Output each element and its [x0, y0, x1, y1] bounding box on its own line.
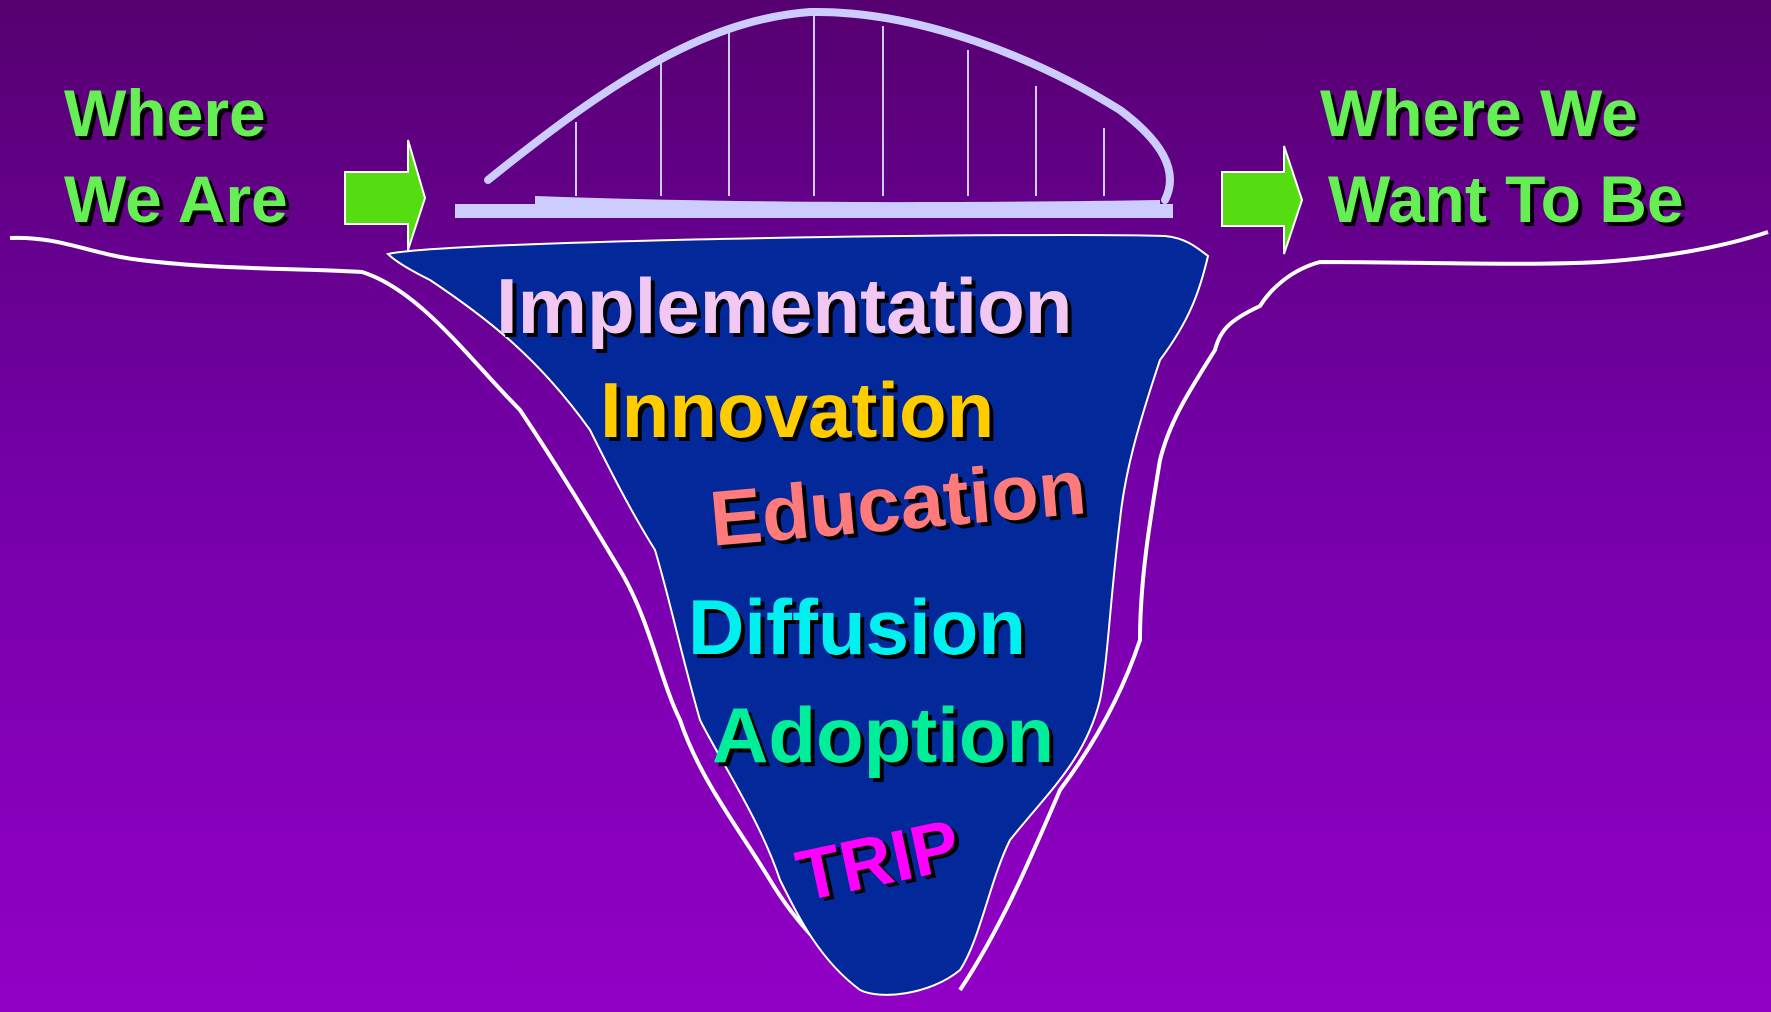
- where-we-are-line1: Where: [64, 76, 266, 150]
- bridge-icon: [455, 7, 1174, 218]
- stage-innovation: Innovation: [600, 366, 995, 454]
- where-we-want-line2: Want To Be: [1328, 162, 1684, 236]
- gap-area: [386, 233, 1210, 996]
- stage-adoption: Adoption: [712, 691, 1055, 779]
- ground-line-right: [958, 230, 1769, 992]
- right-arrow-icon: [1221, 145, 1304, 255]
- where-we-are-label: Where We Are: [64, 70, 288, 242]
- stage-implementation: Implementation: [496, 262, 1073, 350]
- where-we-want-to-be-label: Where We Want To Be: [1320, 70, 1684, 242]
- stage-diffusion: Diffusion: [688, 583, 1026, 671]
- right-arrow-icon: [344, 139, 427, 251]
- where-we-are-line2: We Are: [64, 162, 288, 236]
- where-we-want-line1: Where We: [1320, 76, 1638, 150]
- ground-line-left: [9, 235, 881, 992]
